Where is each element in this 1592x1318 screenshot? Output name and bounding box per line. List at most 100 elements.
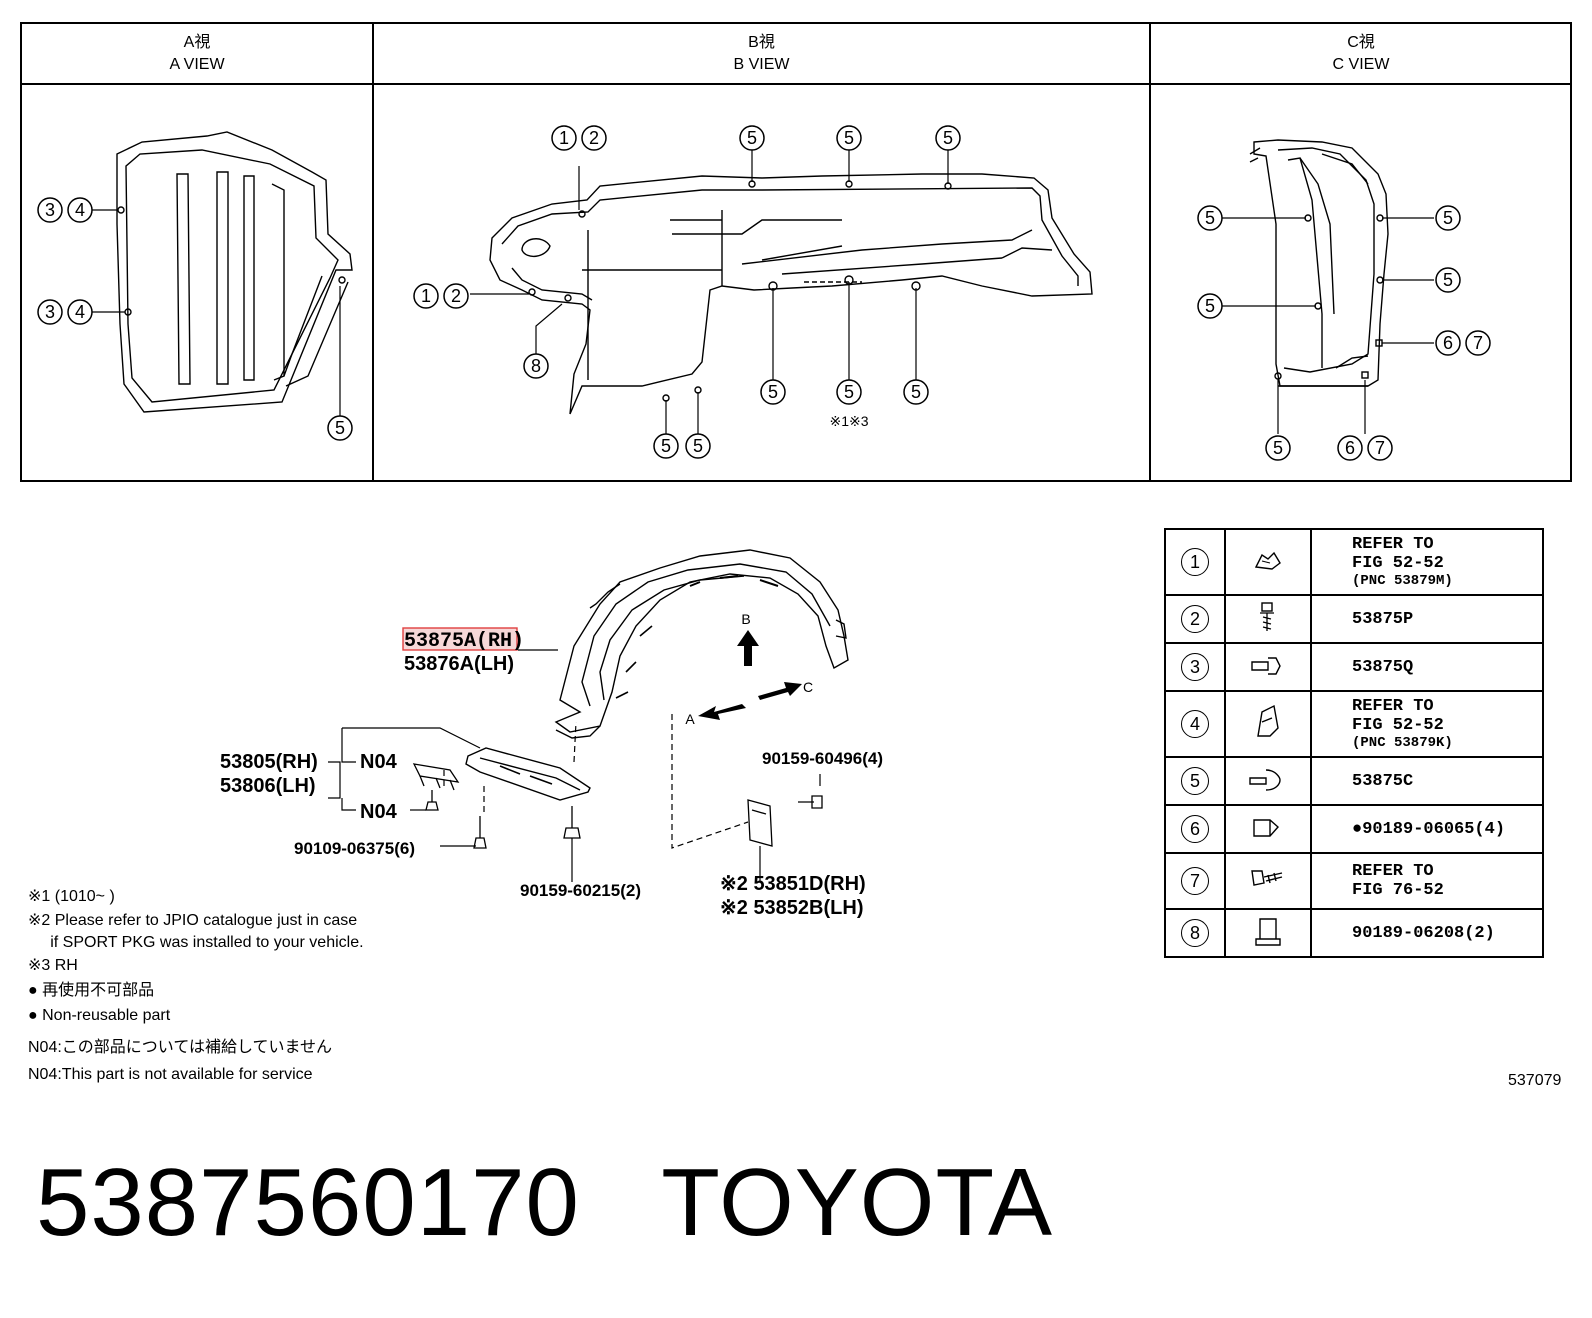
c-view-liner-drawing <box>1249 139 1389 387</box>
c-view-jp: C視 <box>1347 34 1375 51</box>
views-drawing: 3 4 3 4 5 1 2 5 5 5 1 2 8 5 5 5 5 5 5 5 … <box>22 24 1570 480</box>
legend-row-2: 2 53875P <box>1164 594 1544 644</box>
fastener-labels: 90109-06375(6) 90159-60215(2) 90159-6049… <box>294 749 883 900</box>
svg-text:5: 5 <box>693 436 703 456</box>
tapping-screw-icon <box>1246 869 1290 899</box>
legend-part-text[interactable]: FIG 76-52 <box>1352 881 1444 900</box>
label-guard-rh[interactable]: ※2 53851D(RH) <box>720 873 866 895</box>
n04-bracket-drawing <box>412 763 460 791</box>
c-view-leaders <box>1222 217 1434 434</box>
legend-part-text[interactable]: 53875C <box>1352 771 1414 791</box>
legend-icon-cell <box>1224 756 1312 806</box>
legend-icon-cell <box>1224 690 1312 758</box>
svg-text:B: B <box>741 611 750 627</box>
callout-b-1-top: 1 <box>551 125 577 151</box>
legend-row-5: 5 53875C <box>1164 756 1544 806</box>
legend-part-text[interactable]: REFER TO <box>1352 862 1434 881</box>
view-arrow-a: A <box>685 704 746 727</box>
svg-text:4: 4 <box>75 200 85 220</box>
label-liner-rh[interactable]: 53875A(RH) <box>404 630 524 653</box>
legend-part-text[interactable]: (PNC 53879M) <box>1352 573 1453 589</box>
legend-part-cell: ●90189-06065(4) <box>1310 804 1544 854</box>
legend-number-cell: 2 <box>1164 594 1226 644</box>
legend-row-6: 6 ●90189-06065(4) <box>1164 804 1544 854</box>
brand-name: TOYOTA <box>661 1149 1054 1256</box>
callout-number: 4 <box>1181 710 1209 738</box>
svg-text:2: 2 <box>451 286 461 306</box>
callout-b-5-3: 5 <box>935 125 961 151</box>
label-bolt-90109[interactable]: 90109-06375(6) <box>294 839 415 858</box>
label-liner-lh[interactable]: 53876A(LH) <box>404 653 514 675</box>
label-cover-lh[interactable]: 53806(LH) <box>220 775 316 797</box>
bolt-n04-drawing <box>425 790 439 811</box>
callout-c-5-3: 5 <box>1435 205 1461 231</box>
svg-text:5: 5 <box>335 418 345 438</box>
legend-icon-cell <box>1224 804 1312 854</box>
callout-b-5-2: 5 <box>836 125 862 151</box>
label-screw-90159-60496[interactable]: 90159-60496(4) <box>762 749 883 768</box>
legend-part-text[interactable]: 90189-06208(2) <box>1352 923 1495 943</box>
callout-b-5-1: 5 <box>739 125 765 151</box>
c-view-en: C VIEW <box>1332 56 1390 73</box>
legend-icon-cell <box>1224 594 1312 644</box>
legend-part-text[interactable]: REFER TO <box>1352 535 1434 554</box>
b-view-note: ※1※3 <box>829 413 868 429</box>
callout-b-5-5: 5 <box>836 379 862 405</box>
a-view-en: A VIEW <box>169 56 225 73</box>
legend-part-cell: 90189-06208(2) <box>1310 908 1544 958</box>
legend-number-cell: 8 <box>1164 908 1226 958</box>
main-exploded-drawing: B A C <box>220 549 883 919</box>
a-view-liner-drawing <box>116 131 353 416</box>
note-8: N04:This part is not available for servi… <box>28 1066 313 1083</box>
legend-part-text[interactable]: FIG 52-52 <box>1352 716 1444 735</box>
note-3: if SPORT PKG was installed to your vehic… <box>28 934 364 951</box>
label-n04-top: N04 <box>360 751 398 773</box>
legend-part-text[interactable]: (PNC 53879K) <box>1352 735 1453 751</box>
legend-part-text[interactable]: REFER TO <box>1352 697 1434 716</box>
a-view-leaders <box>92 209 125 313</box>
callout-c-5-1: 5 <box>1197 205 1223 231</box>
callout-b-5-8: 5 <box>685 433 711 459</box>
svg-text:3: 3 <box>45 302 55 322</box>
svg-text:A: A <box>685 711 695 727</box>
b-view-header: B視 B VIEW <box>374 24 1149 84</box>
svg-text:5: 5 <box>1443 270 1453 290</box>
callout-number: 7 <box>1181 867 1209 895</box>
svg-text:6: 6 <box>1443 333 1453 353</box>
part-number: 5387560170 <box>36 1149 580 1256</box>
label-cover-rh[interactable]: 53805(RH) <box>220 751 318 773</box>
nut-icon <box>1248 917 1288 953</box>
svg-text:5: 5 <box>1273 438 1283 458</box>
svg-text:5: 5 <box>1205 208 1215 228</box>
legend-icon-cell <box>1224 642 1312 692</box>
svg-text:C: C <box>803 679 813 695</box>
callout-number: 6 <box>1181 815 1209 843</box>
c-view-header: C視 C VIEW <box>1152 24 1570 84</box>
svg-text:4: 4 <box>75 302 85 322</box>
main-leaders <box>328 649 821 882</box>
legend-number-cell: 5 <box>1164 756 1226 806</box>
callout-b-5-7: 5 <box>653 433 679 459</box>
legend-part-text[interactable]: ●90189-06065(4) <box>1352 819 1506 839</box>
legend-part-text[interactable]: FIG 52-52 <box>1352 554 1444 573</box>
callout-c-7-bottom: 7 <box>1367 435 1393 461</box>
callout-a-3-top: 3 <box>37 197 63 223</box>
callout-number: 3 <box>1181 653 1209 681</box>
label-screw-90159-60215[interactable]: 90159-60215(2) <box>520 881 641 900</box>
svg-text:6: 6 <box>1345 438 1355 458</box>
legend-part-cell: 53875C <box>1310 756 1544 806</box>
legend-icon-cell <box>1224 852 1312 910</box>
view-arrow-b: B <box>737 611 759 666</box>
label-guard-lh[interactable]: ※2 53852B(LH) <box>720 897 863 919</box>
legend-part-text[interactable]: 53875Q <box>1352 657 1414 677</box>
legend-row-3: 3 53875Q <box>1164 642 1544 692</box>
note-7: N04:この部品については補給していません <box>28 1039 333 1056</box>
callout-c-6-right: 6 <box>1435 330 1461 356</box>
svg-text:5: 5 <box>844 128 854 148</box>
legend-part-text[interactable]: 53875P <box>1352 609 1414 629</box>
callout-b-2-top: 2 <box>581 125 607 151</box>
